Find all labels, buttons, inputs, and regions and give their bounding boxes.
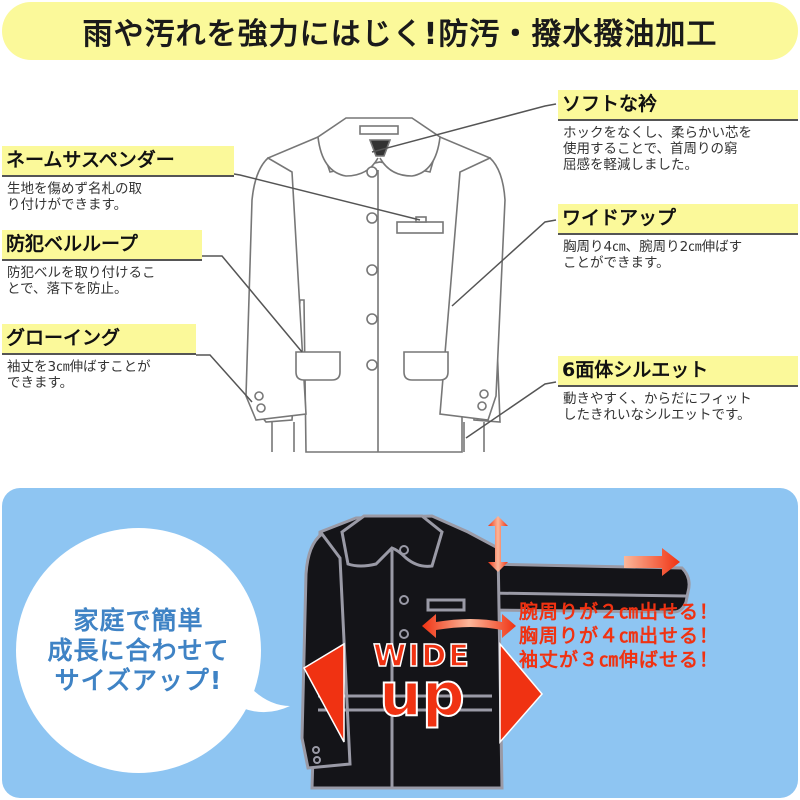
feature-soft-collar: ソフトな衿 ホックをなくし、柔らかい芯を 使用することで、首周りの窮 屈感を軽減…	[558, 90, 798, 173]
size-up-panel: 家庭で簡単 成長に合わせて サイズアップ!	[2, 488, 798, 798]
feature-hexahedron-silhouette: 6面体シルエット 動きやすく、からだにフィット したきれいなシルエットです。	[558, 356, 798, 423]
claim-arm: 腕周りが２㎝出せる！	[519, 601, 720, 623]
feature-wide-up: ワイドアップ 胸周り4㎝、腕周り2㎝伸ばす ことができます。	[558, 204, 798, 271]
up-word: up	[378, 660, 466, 730]
claim-chest: 胸周りが４㎝出せる！	[519, 625, 720, 647]
feature-title: 6面体シルエット	[558, 356, 798, 387]
feature-description: 胸周り4㎝、腕周り2㎝伸ばす ことができます。	[558, 239, 798, 271]
desc-line: 袖丈を3㎝伸ばすことが	[7, 359, 151, 375]
desc-line: 屈感を軽減しました。	[563, 157, 698, 173]
desc-line: 生地を傷めず名札の取	[7, 181, 142, 197]
speech-bubble: 家庭で簡単 成長に合わせて サイズアップ!	[16, 528, 261, 773]
size-claims: 腕周りが２㎝出せる！ 胸周りが４㎝出せる！ 袖丈が３㎝伸ばせる！	[519, 600, 719, 672]
desc-line: とで、落下を防止。	[7, 281, 128, 297]
wide-word: WIDE	[372, 639, 471, 674]
feature-name-suspender: ネームサスペンダー 生地を傷めず名札の取 り付けができます。	[2, 146, 234, 213]
feature-title: ソフトな衿	[558, 90, 798, 121]
desc-line: したきれいなシルエットです。	[563, 407, 751, 423]
bubble-line: 家庭で簡単	[73, 605, 204, 635]
claim-sleeve: 袖丈が３㎝伸ばせる！	[519, 649, 720, 671]
feature-description: ホックをなくし、柔らかい芯を 使用することで、首周りの窮 屈感を軽減しました。	[558, 125, 798, 173]
desc-line: り付けができます。	[7, 197, 128, 213]
jacket-line-drawing	[196, 103, 557, 453]
feature-growing: グローイング 袖丈を3㎝伸ばすことが できます。	[2, 324, 196, 391]
desc-line: 胸周り4㎝、腕周り2㎝伸ばす	[563, 239, 743, 255]
expand-right-arrow-icon	[499, 641, 543, 744]
feature-description: 生地を傷めず名札の取 り付けができます。	[2, 181, 234, 213]
headline-banner: 雨や汚れを強力にはじく!防汚・撥水撥油加工	[2, 2, 798, 60]
sleeve-length-arrow-icon	[624, 548, 680, 576]
feature-diagram: ネームサスペンダー 生地を傷めず名札の取 り付けができます。 防犯ベルループ 防…	[0, 62, 800, 480]
desc-line: ことができます。	[563, 255, 670, 271]
expand-left-arrow-icon	[302, 642, 345, 743]
desc-line: ホックをなくし、柔らかい芯を	[563, 125, 752, 141]
feature-description: 動きやすく、からだにフィット したきれいなシルエットです。	[558, 391, 798, 423]
feature-title: ネームサスペンダー	[2, 146, 234, 177]
feature-description: 袖丈を3㎝伸ばすことが できます。	[2, 359, 196, 391]
feature-title: グローイング	[2, 324, 196, 355]
desc-line: 使用することで、首周りの窮	[563, 141, 738, 157]
arm-width-arrow-icon	[488, 516, 508, 572]
dark-jacket-illustration	[300, 514, 691, 790]
feature-title: ワイドアップ	[558, 204, 798, 235]
desc-line: できます。	[7, 375, 74, 391]
bubble-line: 成長に合わせて	[47, 635, 230, 665]
desc-line: 防犯ベルを取り付けるこ	[7, 265, 156, 281]
feature-title: 防犯ベルループ	[2, 230, 202, 261]
headline-text: 雨や汚れを強力にはじく!防汚・撥水撥油加工	[82, 17, 718, 52]
chest-width-arrow-icon	[422, 614, 516, 638]
feature-bell-loop: 防犯ベルループ 防犯ベルを取り付けるこ とで、落下を防止。	[2, 230, 202, 297]
feature-description: 防犯ベルを取り付けるこ とで、落下を防止。	[2, 265, 202, 297]
wide-up-logo: WIDE up	[352, 639, 492, 730]
desc-line: 動きやすく、からだにフィット	[563, 391, 752, 407]
bubble-line: サイズアップ!	[54, 665, 223, 695]
